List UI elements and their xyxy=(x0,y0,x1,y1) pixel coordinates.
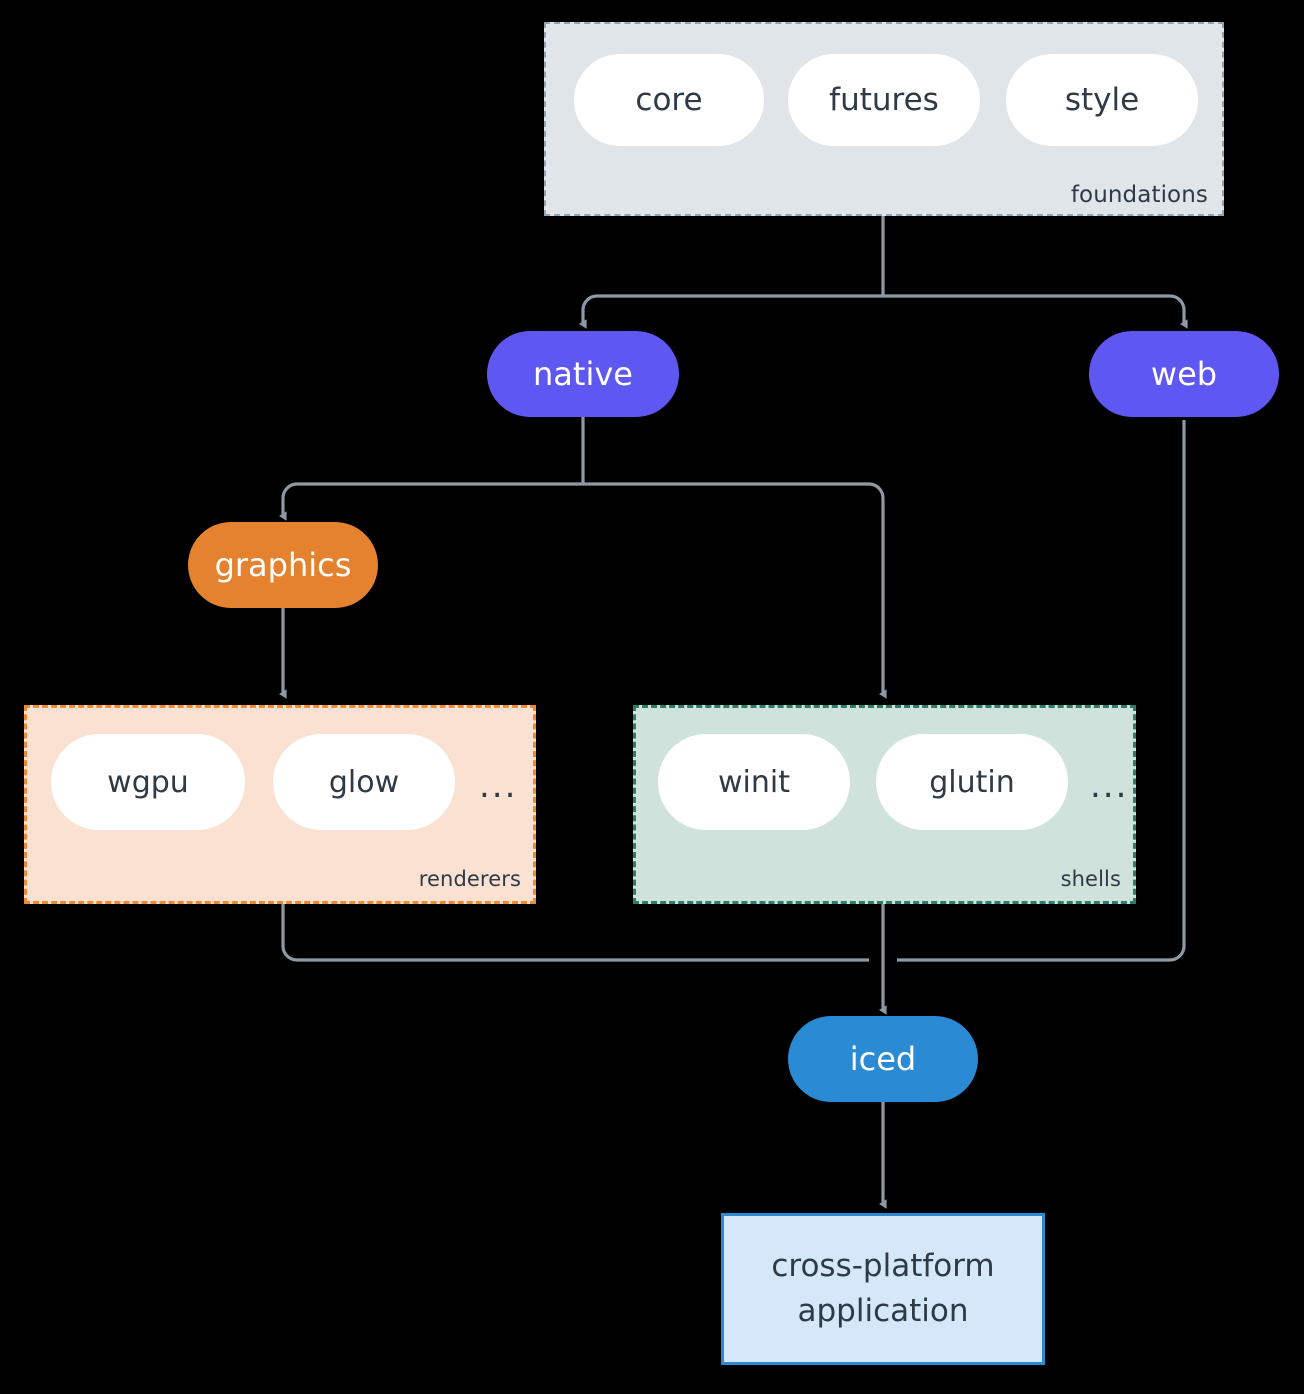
node-native[interactable]: native xyxy=(487,331,679,417)
pill-style[interactable]: style xyxy=(1006,54,1198,146)
node-graphics-label: graphics xyxy=(214,546,352,584)
node-iced[interactable]: iced xyxy=(788,1016,978,1102)
pill-futures[interactable]: futures xyxy=(788,54,980,146)
pill-futures-label: futures xyxy=(829,82,939,118)
pill-glow[interactable]: glow xyxy=(273,734,455,830)
edge-web-to-merge xyxy=(897,420,1186,962)
pill-style-label: style xyxy=(1064,82,1140,118)
pill-glow-label: glow xyxy=(328,764,400,800)
group-renderers-label: renderers xyxy=(418,867,521,891)
pill-winit-label: winit xyxy=(718,764,790,800)
group-shells[interactable]: winit glutin ... shells xyxy=(633,705,1136,904)
node-iced-label: iced xyxy=(849,1040,917,1078)
edge-foundations-to-native xyxy=(579,294,883,329)
renderers-more-ellipsis: ... xyxy=(479,766,518,806)
group-foundations-label: foundations xyxy=(1070,182,1208,208)
edge-renderers-to-merge xyxy=(281,904,869,962)
pill-winit[interactable]: winit xyxy=(658,734,850,830)
node-web-label: web xyxy=(1150,355,1218,393)
edge-native-to-graphics xyxy=(279,482,583,521)
pill-core-label: core xyxy=(635,82,703,118)
pill-core[interactable]: core xyxy=(574,54,764,146)
pill-glutin[interactable]: glutin xyxy=(876,734,1068,830)
pill-wgpu[interactable]: wgpu xyxy=(51,734,245,830)
node-cross-platform-application[interactable]: cross-platform application xyxy=(721,1213,1045,1365)
shells-more-ellipsis: ... xyxy=(1090,766,1129,806)
node-graphics[interactable]: graphics xyxy=(188,522,378,608)
pill-glutin-label: glutin xyxy=(929,764,1015,800)
pill-wgpu-label: wgpu xyxy=(107,764,189,800)
node-native-label: native xyxy=(533,355,633,393)
group-shells-label: shells xyxy=(1060,867,1121,891)
edge-foundations-to-web xyxy=(883,294,1188,329)
application-label-line1: cross-platform xyxy=(771,1248,995,1285)
group-renderers[interactable]: wgpu glow ... renderers xyxy=(24,705,536,904)
node-web[interactable]: web xyxy=(1089,331,1279,417)
application-label-line2: application xyxy=(797,1293,969,1329)
group-foundations[interactable]: core futures style foundations xyxy=(544,22,1224,216)
edge-native-to-shells xyxy=(583,482,887,699)
